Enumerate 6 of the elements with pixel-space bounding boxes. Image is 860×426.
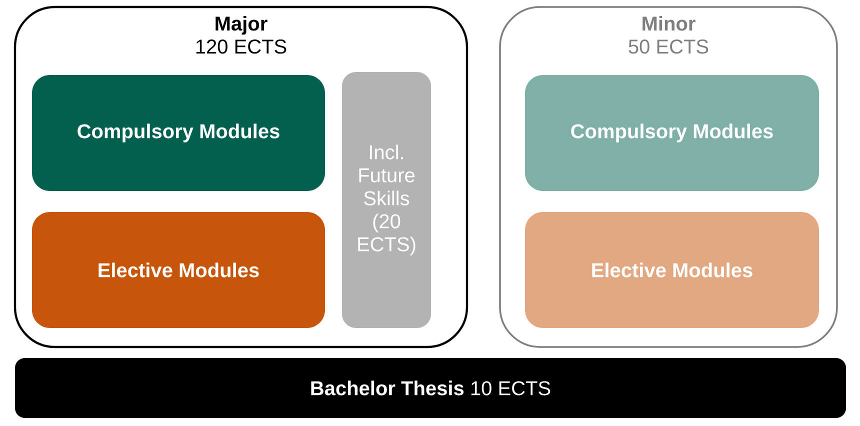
- note-box: Incl. Future Skills (20 ECTS): [342, 72, 431, 328]
- module-box: Elective Modules: [525, 212, 819, 328]
- thesis-bar: Bachelor Thesis 10 ECTS: [15, 358, 846, 418]
- module-box: Elective Modules: [32, 212, 325, 328]
- module-box: Compulsory Modules: [525, 75, 819, 191]
- module-box: Compulsory Modules: [32, 75, 325, 191]
